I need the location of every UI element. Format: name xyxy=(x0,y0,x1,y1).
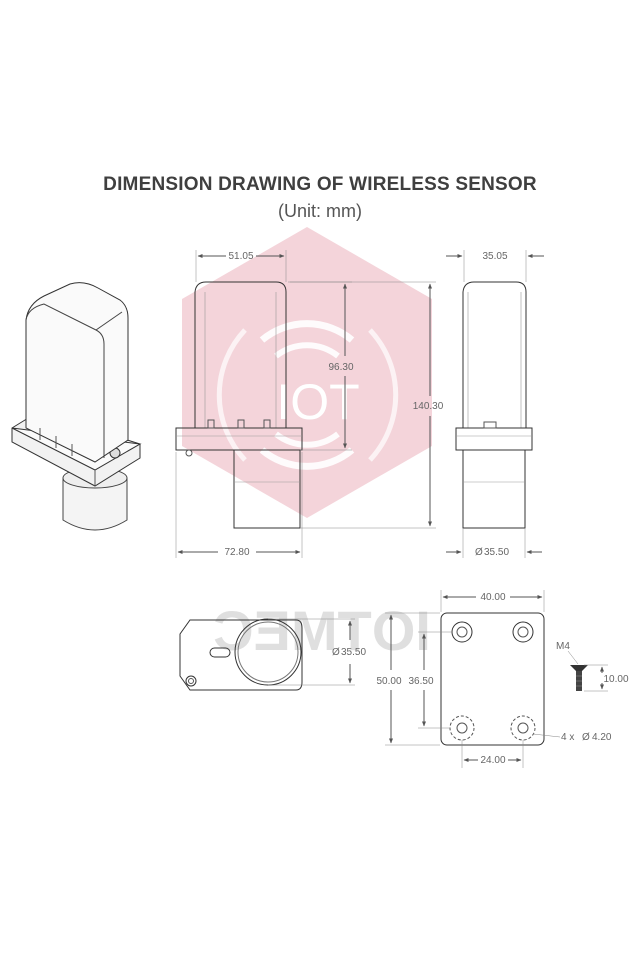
dim-screw-length: 10.00 xyxy=(603,674,628,685)
mounting-plate xyxy=(440,612,545,746)
dim-screw-size: M4 xyxy=(556,641,570,652)
drawing-title: DIMENSION DRAWING OF WIRELESS SENSOR xyxy=(103,174,537,195)
svg-text:Ø: Ø xyxy=(582,732,590,743)
svg-text:Ø: Ø xyxy=(475,547,483,558)
m4-screw: M4 10.00 xyxy=(556,641,629,692)
dim-plate-height: 50.00 xyxy=(376,676,401,687)
drawing-subtitle: (Unit: mm) xyxy=(278,201,362,221)
front-view xyxy=(175,281,303,529)
watermark-brand-text: IOTMEC xyxy=(213,599,431,662)
dim-plate-width: 40.00 xyxy=(480,592,505,603)
dim-total-height: 140.30 xyxy=(413,401,444,412)
isometric-view xyxy=(11,282,142,531)
dim-side-diameter: 35.50 xyxy=(484,547,509,558)
watermark-brand: IOTMEC xyxy=(213,599,431,662)
bottom-view: Ø 35.50 xyxy=(179,618,366,691)
dim-front-width-top: 51.05 xyxy=(228,251,253,262)
dim-hole-diameter: 4.20 xyxy=(592,732,612,743)
front-dimensions: 51.05 96.30 72.80 140.30 xyxy=(175,250,444,558)
watermark-logo: IOT xyxy=(182,227,432,518)
dim-hole-spacing-v: 36.50 xyxy=(408,676,433,687)
dim-side-width-top: 35.05 xyxy=(482,251,507,262)
dim-bottom-diameter: 35.50 xyxy=(341,647,366,658)
dim-holes-count: 4 x xyxy=(561,732,574,743)
side-dimensions: 35.05 Ø 35.50 xyxy=(446,250,544,558)
dim-base-width: 72.80 xyxy=(224,547,249,558)
svg-text:Ø: Ø xyxy=(332,647,340,658)
dim-front-body-height: 96.30 xyxy=(328,362,353,373)
plate-dimensions: 40.00 50.00 36.50 24.00 4 x Ø 4.20 xyxy=(376,590,612,768)
dim-hole-spacing-h: 24.00 xyxy=(480,755,505,766)
watermark-logo-text: IOT xyxy=(276,374,359,430)
side-view xyxy=(455,281,533,529)
